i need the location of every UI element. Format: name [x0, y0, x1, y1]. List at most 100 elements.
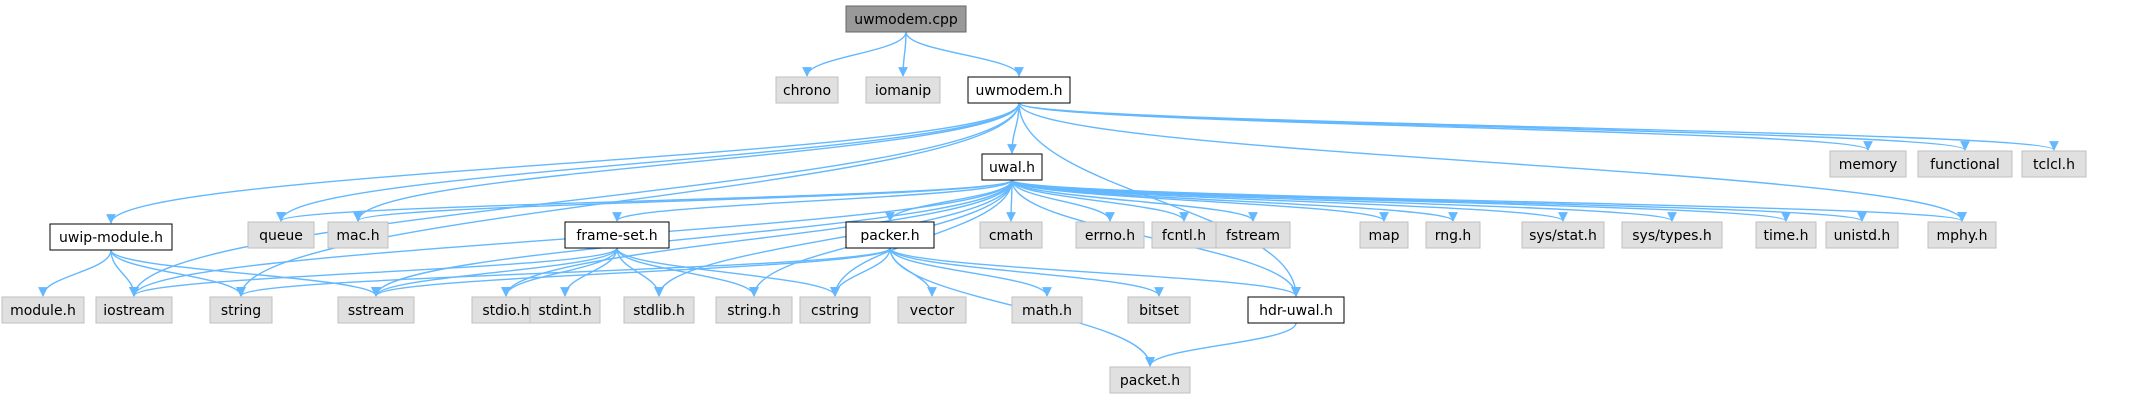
edge-frame-set-h-to-sstream [371, 247, 618, 297]
node-fstream-box [1215, 221, 1291, 249]
node-math-h-label: math.h [1022, 303, 1072, 319]
node-memory: memory [1829, 150, 1907, 178]
node-chrono-label: chrono [783, 83, 831, 99]
node-iostream-label: iostream [103, 303, 165, 319]
node-cmath-label: cmath [989, 228, 1033, 244]
node-fstream: fstream [1215, 221, 1291, 249]
edge-packer-h-to-bitset [889, 247, 1164, 297]
node-math-h-box [1011, 296, 1083, 324]
edge-uwal-h-to-fstream [1011, 179, 1258, 222]
node-cstring-label: cstring [811, 303, 859, 319]
edge-uwip-module-h-to-module-h [38, 249, 112, 297]
node-bitset: bitset [1127, 296, 1191, 324]
node-errno-h-label: errno.h [1085, 228, 1135, 244]
node-chrono-box [775, 76, 839, 104]
node-packer-h-label: packer.h [860, 228, 919, 244]
node-packet-h: packet.h [1109, 366, 1191, 394]
node-bitset-box [1127, 296, 1191, 324]
node-uwmodem-cpp[interactable]: uwmodem.cpp [845, 5, 967, 33]
node-fcntl-h: fcntl.h [1151, 221, 1217, 249]
node-sys-types-h: sys/types.h [1621, 221, 1723, 249]
edge-uwip-module-h-to-string [110, 249, 246, 297]
node-map: map [1359, 221, 1409, 249]
node-memory-box [1829, 150, 1907, 178]
node-frame-set-h[interactable]: frame-set.h [564, 221, 670, 249]
edge-uwmodem-h-to-memory [1018, 102, 1873, 151]
node-sys-stat-h-box [1521, 221, 1605, 249]
node-stdint-h: stdint.h [529, 296, 601, 324]
node-functional-label: functional [1930, 157, 2000, 173]
node-uwip-module-h[interactable]: uwip-module.h [49, 223, 173, 251]
node-mphy-h: mphy.h [1927, 221, 1997, 249]
node-sys-stat-h: sys/stat.h [1521, 221, 1605, 249]
node-fcntl-h-box [1151, 221, 1217, 249]
edge-frame-set-h-to-string-h [616, 247, 759, 297]
node-vector-box [897, 296, 967, 324]
edge-hdr-uwal-h-to-packet-h [1145, 322, 1297, 367]
node-uwmodem-h[interactable]: uwmodem.h [967, 76, 1071, 104]
edge-frame-set-h-to-iostream [129, 247, 618, 297]
node-stdio-h: stdio.h [471, 296, 541, 324]
node-fcntl-h-label: fcntl.h [1162, 228, 1206, 244]
node-frame-set-h-label: frame-set.h [576, 228, 657, 244]
node-bitset-label: bitset [1139, 303, 1179, 319]
node-memory-label: memory [1839, 157, 1898, 173]
edge-uwal-h-to-mphy-h [1011, 179, 1967, 222]
node-cmath: cmath [979, 221, 1043, 249]
node-unistd-h-label: unistd.h [1834, 228, 1891, 244]
node-string-h: string.h [715, 296, 793, 324]
edge-uwmodem-h-to-functional [1018, 102, 1970, 151]
edge-packer-h-to-cstring [830, 247, 891, 297]
edge-uwmodem-h-to-uwip-module-h [106, 102, 1020, 224]
edge-uwal-h-to-errno-h [1011, 179, 1115, 222]
node-uwmodem-cpp-label: uwmodem.cpp [854, 12, 958, 28]
edge-uwal-h-to-fcntl-h [1011, 179, 1189, 222]
node-errno-h: errno.h [1075, 221, 1145, 249]
node-map-label: map [1368, 228, 1399, 244]
node-string-label: string [221, 303, 261, 319]
node-queue: queue [247, 221, 315, 249]
node-packer-h[interactable]: packer.h [845, 221, 935, 249]
node-sstream-label: sstream [348, 303, 404, 319]
node-module-h-label: module.h [10, 303, 76, 319]
edge-uwmodem-cpp-to-iomanip [898, 31, 908, 77]
edge-uwal-h-to-sys-types-h [1011, 179, 1677, 222]
node-module-h-box [1, 296, 85, 324]
node-stdlib-h: stdlib.h [623, 296, 695, 324]
edge-frame-set-h-to-cstring [616, 247, 840, 297]
node-tclcl-h-box [2021, 150, 2087, 178]
node-sys-stat-h-label: sys/stat.h [1529, 228, 1597, 244]
node-sys-types-h-box [1621, 221, 1723, 249]
node-uwal-h[interactable]: uwal.h [981, 153, 1043, 181]
edge-uwmodem-h-to-hdr-uwal-h [1018, 102, 1301, 297]
node-cstring-box [799, 296, 871, 324]
node-iomanip: iomanip [865, 76, 941, 104]
node-hdr-uwal-h-box [1247, 296, 1345, 324]
edge-frame-set-h-to-stdint-h [560, 247, 618, 297]
node-tclcl-h-label: tclcl.h [2033, 157, 2075, 173]
edge-uwal-h-to-stdio-h [501, 179, 1013, 297]
node-map-box [1359, 221, 1409, 249]
node-uwip-module-h-label: uwip-module.h [59, 230, 163, 246]
node-rng-h: rng.h [1425, 221, 1481, 249]
edge-uwal-h-to-frame-set-h [612, 179, 1013, 222]
node-string: string [209, 296, 273, 324]
node-uwmodem-cpp-box [845, 5, 967, 33]
node-hdr-uwal-h[interactable]: hdr-uwal.h [1247, 296, 1345, 324]
node-hdr-uwal-h-label: hdr-uwal.h [1259, 303, 1333, 319]
node-cmath-box [979, 221, 1043, 249]
node-functional: functional [1917, 150, 2013, 178]
node-stdlib-h-label: stdlib.h [633, 303, 685, 319]
node-fstream-label: fstream [1226, 228, 1280, 244]
node-sstream: sstream [337, 296, 415, 324]
node-packer-h-box [845, 221, 935, 249]
node-stdint-h-label: stdint.h [538, 303, 591, 319]
node-mac-h-label: mac.h [336, 228, 379, 244]
node-frame-set-h-box [564, 221, 670, 249]
node-packet-h-label: packet.h [1120, 373, 1180, 389]
edge-uwmodem-h-to-tclcl-h [1018, 102, 2059, 151]
edge-uwmodem-h-to-iostream [129, 102, 1020, 297]
node-mphy-h-box [1927, 221, 1997, 249]
node-mphy-h-label: mphy.h [1936, 228, 1987, 244]
node-time-h-label: time.h [1764, 228, 1809, 244]
